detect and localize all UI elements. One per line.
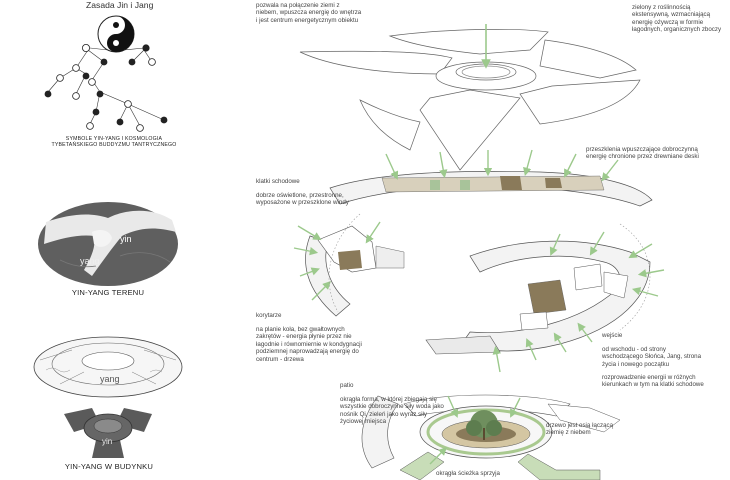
terrain-yang-label: yang (80, 256, 100, 266)
terrain-yin-label: yin (120, 234, 132, 244)
patio-text: okrągła forma, w której zbiegają się wsz… (340, 396, 444, 426)
building-yang-label: yang (100, 374, 120, 384)
tree-annotation: drzewo jest osią łączącą ziemię z niebem (546, 422, 614, 437)
yin-yang-symbol (97, 15, 135, 53)
building-caption: YIN-YANG W BUDYNKU (64, 462, 154, 471)
terrain-caption: YIN-YANG TERENU (71, 288, 145, 297)
left-title: Zasada Jin i Jang (86, 0, 154, 10)
path-annotation: okrągła ścieżka sprzyja (436, 470, 500, 477)
building-plan-yang (33, 336, 183, 398)
patio-arrows (429, 395, 521, 465)
terrain-map (38, 202, 178, 286)
building-yin-label: yin (102, 437, 113, 446)
ground-floor-ring (305, 225, 651, 355)
stairs-heading: klatki schodowe (256, 178, 300, 185)
annotation-skylights: przeszklenia wpuszczające dobroczynną en… (586, 146, 699, 161)
underground-level (361, 394, 621, 480)
patio-heading: patio (340, 382, 354, 389)
entrance-heading: wejście (602, 332, 623, 339)
distribution-text: rozprowadzenie energii w różnych kierunk… (602, 374, 704, 389)
stairs-text: dobrze oświetlone, przestronne, wyposażo… (256, 192, 349, 207)
tree-caption: SYMBOLE YIN-YANG I KOSMOLOGIA TYBETAŃSKI… (51, 136, 177, 149)
annotation-top-center: pozwala na połączenie ziemi z niebem, wp… (256, 2, 362, 24)
building-plan-yin (64, 408, 152, 458)
annotation-top-right: zielony z roślinnością ekstensywną, wzma… (632, 4, 722, 34)
upper-ring-level (329, 171, 653, 207)
tree-nodes (44, 44, 168, 132)
skylight-arrows (385, 149, 619, 182)
corridors-heading: korytarze (256, 312, 282, 319)
green-roof (299, 29, 641, 171)
entrance-text: od wschodu - od strony wschodzącego Słoń… (602, 346, 702, 368)
corridor-arrows (293, 221, 665, 373)
corridors-text: na planie koła, bez gwałtownych zakrętów… (256, 326, 362, 363)
